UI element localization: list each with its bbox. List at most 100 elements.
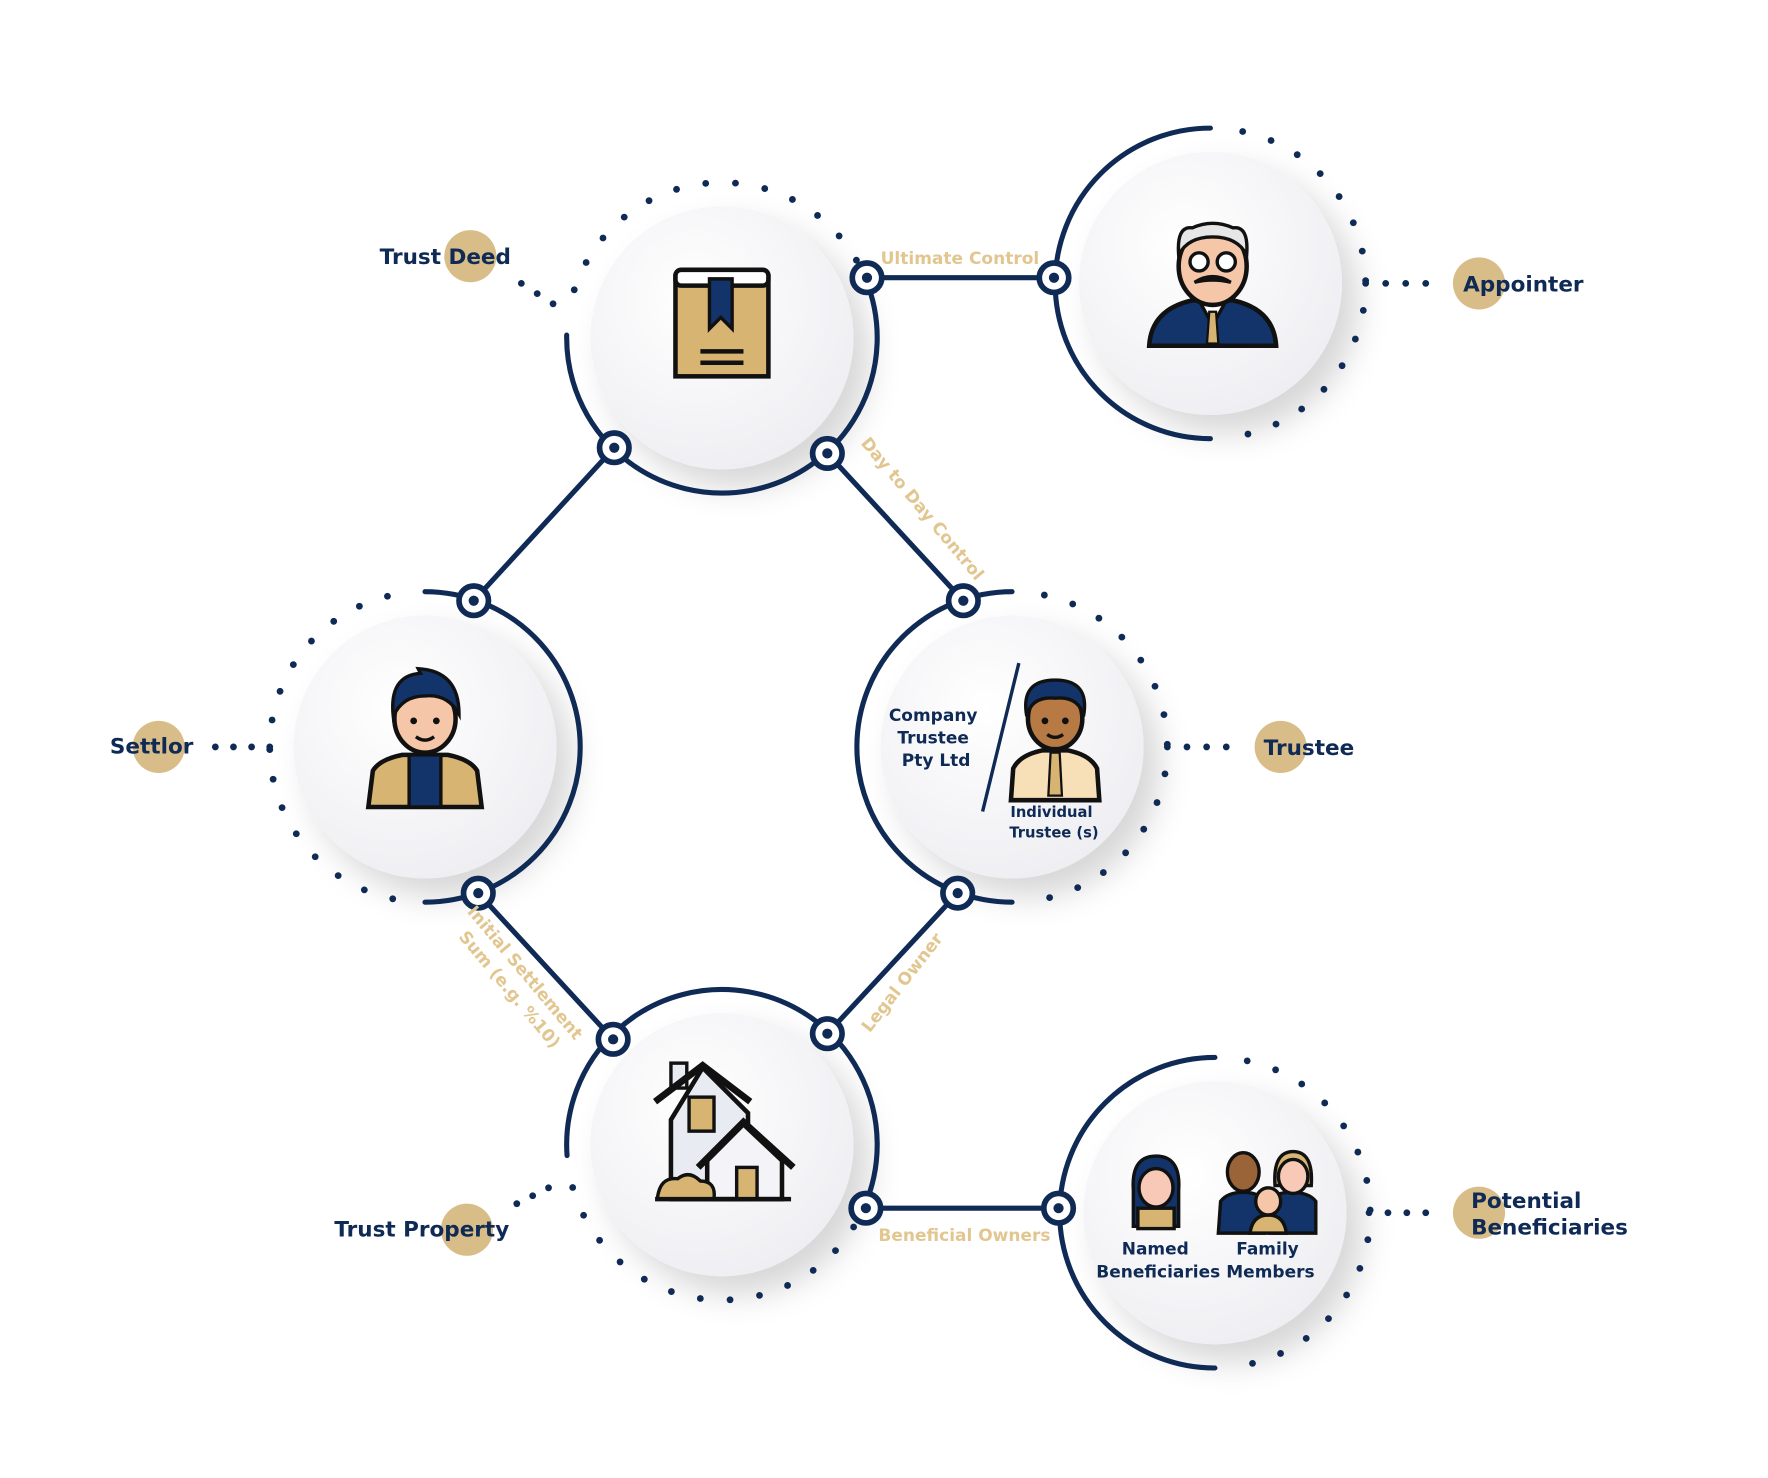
potential-beneficiaries-leader-dot xyxy=(1384,1209,1392,1217)
settlor-leader-dot xyxy=(230,743,237,751)
trustee-ring-dot xyxy=(1160,711,1168,719)
trust-deed-settlor-node-center xyxy=(609,442,620,453)
trustee-ring-dot xyxy=(1122,849,1130,857)
trustee-ring-dot xyxy=(1153,799,1161,806)
trust-property-ring-dot xyxy=(696,1295,704,1302)
ultimate-control-label: Ultimate Control xyxy=(881,249,1040,269)
appointer-ring-dot xyxy=(1244,430,1252,438)
beneficial-owners-node-center xyxy=(1053,1203,1064,1214)
potential-beneficiaries-ring-dot xyxy=(1354,1148,1362,1156)
potential-beneficiaries-ring-dot xyxy=(1249,1359,1256,1367)
trust-deed-ring-dot xyxy=(814,212,821,219)
appointer-ring-dot xyxy=(1239,128,1247,135)
potential-beneficiaries-ring-dot xyxy=(1272,1066,1280,1074)
legal-owner-node-center xyxy=(822,1028,833,1039)
appointer-ring-dot xyxy=(1335,193,1343,200)
trust-deed-ring-dot xyxy=(852,256,860,264)
trustee-circle xyxy=(880,615,1144,879)
initial-settlement-line xyxy=(476,891,616,1042)
potential-beneficiaries-ring-dot xyxy=(1340,1122,1348,1130)
trustee-ring-dot xyxy=(1099,869,1107,876)
trustee-ring-dot xyxy=(1151,682,1159,690)
beneficial-owners-label: Beneficial Owners xyxy=(878,1226,1050,1246)
connector-lines xyxy=(471,275,1059,1211)
trust-deed-label: Trust Deed xyxy=(380,245,511,270)
settlor-ring-dot xyxy=(292,830,300,838)
trust-property-leader-dot xyxy=(529,1192,537,1200)
appointer-ring-dot xyxy=(1298,405,1306,413)
legal-owner-node-center xyxy=(952,888,963,899)
settlor-leader-dot xyxy=(248,743,255,751)
trustee-leader-dot xyxy=(1183,743,1191,751)
trust-deed-ring-arc xyxy=(564,277,880,496)
trust-property-ring-dot xyxy=(667,1288,675,1295)
trustee-label: Trustee xyxy=(1264,736,1355,761)
trustee-ring-dot xyxy=(1074,884,1082,892)
trust-deed-ring-dot xyxy=(789,196,796,203)
settlor-ring-dot xyxy=(330,617,338,625)
settlor-leader-dot xyxy=(266,743,274,751)
settlor-ring-dot xyxy=(308,637,315,645)
trust-deed-leader-dot xyxy=(549,300,557,308)
potential-beneficiaries-ring-dot xyxy=(1356,1264,1364,1272)
settlor-ring-dot xyxy=(355,602,363,610)
settlor-ring-dot xyxy=(289,661,297,669)
beneficial-owners-node-center xyxy=(860,1203,871,1214)
label-badges xyxy=(132,230,1506,1256)
potential-beneficiaries-ring-dot xyxy=(1363,1177,1371,1184)
trustee-ring-dot xyxy=(1137,656,1145,664)
trust-property-ring-dot xyxy=(569,1184,577,1191)
potential-beneficiaries-circle xyxy=(1083,1081,1347,1345)
trust-deed-ring-dot xyxy=(732,179,739,187)
day-to-day-control-line xyxy=(825,451,966,603)
appointer-ring-dot xyxy=(1320,385,1328,393)
trust-property-ring-dot xyxy=(580,1211,587,1219)
settlor-ring-dot xyxy=(269,775,277,783)
trust-property-ring-arc xyxy=(564,986,880,1211)
named-beneficiary-icon xyxy=(1131,1154,1181,1231)
ultimate-control-node-center xyxy=(1048,272,1060,283)
appointer-ring-dot xyxy=(1293,151,1301,159)
day-to-day-control-node-center xyxy=(958,595,969,606)
legal-owner-line xyxy=(825,891,960,1036)
potential-beneficiaries-ring-dot xyxy=(1277,1350,1284,1357)
day-to-day-control-node-center xyxy=(822,448,833,459)
named-beneficiaries-label: Named Beneficiaries xyxy=(1096,1240,1220,1283)
settlor-ring-dot xyxy=(268,716,276,724)
potential-beneficiaries-ring-dot xyxy=(1343,1291,1351,1299)
settlor-ring-dot xyxy=(384,592,391,600)
appointer-ring-dot xyxy=(1349,219,1357,227)
trustee-leader-dot xyxy=(1163,743,1171,751)
appointer-ring-dot xyxy=(1272,420,1280,428)
appointer-leader-dot xyxy=(1402,280,1410,287)
appointer-leader-dot xyxy=(1382,280,1390,287)
settlor-ring-dot xyxy=(311,853,319,861)
trust-deed-settlor-node-center xyxy=(468,595,479,606)
trust-property-ring-dot xyxy=(596,1236,603,1244)
family-members-label: Family Members xyxy=(1226,1240,1314,1283)
initial-settlement-label: Initial Settlement Sum (e.g. %10) xyxy=(445,902,590,1063)
trust-deed-leader-dot xyxy=(517,280,525,287)
appointer-ring-dot xyxy=(1316,170,1324,178)
trustee-ring-dot xyxy=(1161,770,1169,778)
trustee-leader-dot xyxy=(1203,743,1211,751)
trust-property-ring-dot xyxy=(832,1247,839,1255)
divider-slash xyxy=(980,662,1021,812)
potential-beneficiaries-leader-dot xyxy=(1365,1209,1373,1217)
trust-deed-leader-dot xyxy=(533,290,541,297)
trust-property-label: Trust Property xyxy=(334,1218,509,1243)
settlor-ring-dot xyxy=(389,895,397,903)
houses-icon xyxy=(653,1061,796,1202)
settlor-ring-dot xyxy=(276,687,284,695)
ultimate-control-node-center xyxy=(861,272,873,283)
appointer-label: Appointer xyxy=(1463,272,1584,297)
trust-property-ring-dot xyxy=(726,1296,734,1304)
appointer-leader-dot xyxy=(1362,280,1370,287)
trust-property-ring-dot xyxy=(616,1258,624,1266)
trustee-ring-dot xyxy=(1069,600,1077,608)
trust-property-ring-dot xyxy=(809,1266,817,1274)
trust-deed-ring-dot xyxy=(570,286,578,294)
trustee-ring-dot xyxy=(1040,591,1048,599)
trustee-ring-dot xyxy=(1118,633,1126,641)
